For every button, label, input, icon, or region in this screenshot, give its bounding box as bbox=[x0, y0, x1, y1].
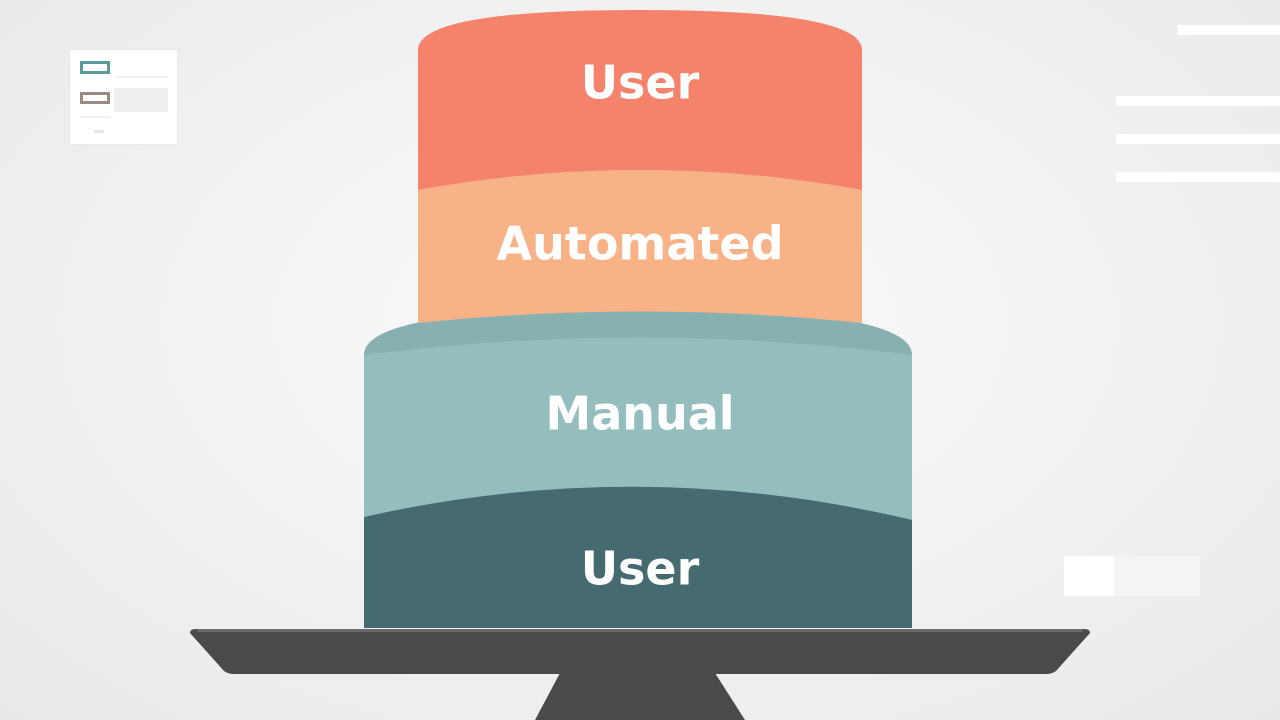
thumbnail-box bbox=[80, 92, 110, 104]
layer-user-bottom bbox=[364, 483, 912, 628]
thumbnail-line bbox=[80, 116, 110, 118]
thumbnail-line bbox=[94, 130, 104, 133]
decorative-block bbox=[1064, 556, 1200, 596]
stand-plate-highlight bbox=[196, 629, 1084, 632]
document-thumbnail bbox=[70, 50, 177, 144]
layer-label-automated: Automated bbox=[496, 217, 783, 271]
layer-manual-rim bbox=[364, 308, 912, 355]
decorative-line bbox=[1116, 172, 1280, 182]
layer-label-manual: Manual bbox=[545, 387, 734, 441]
thumbnail-line bbox=[116, 76, 168, 78]
layer-label-user-bottom: User bbox=[581, 542, 700, 596]
decorative-line bbox=[1178, 25, 1280, 35]
decorative-line bbox=[1116, 134, 1280, 144]
thumbnail-box bbox=[80, 61, 110, 74]
layer-user-top bbox=[418, 10, 862, 190]
layer-automated bbox=[418, 170, 862, 323]
stand-plate bbox=[190, 629, 1090, 674]
stand-base bbox=[535, 673, 745, 720]
layer-manual bbox=[364, 308, 912, 520]
thumbnail-panel bbox=[114, 88, 168, 112]
layer-label-user-top: User bbox=[581, 56, 700, 110]
decorative-line bbox=[1116, 96, 1280, 106]
